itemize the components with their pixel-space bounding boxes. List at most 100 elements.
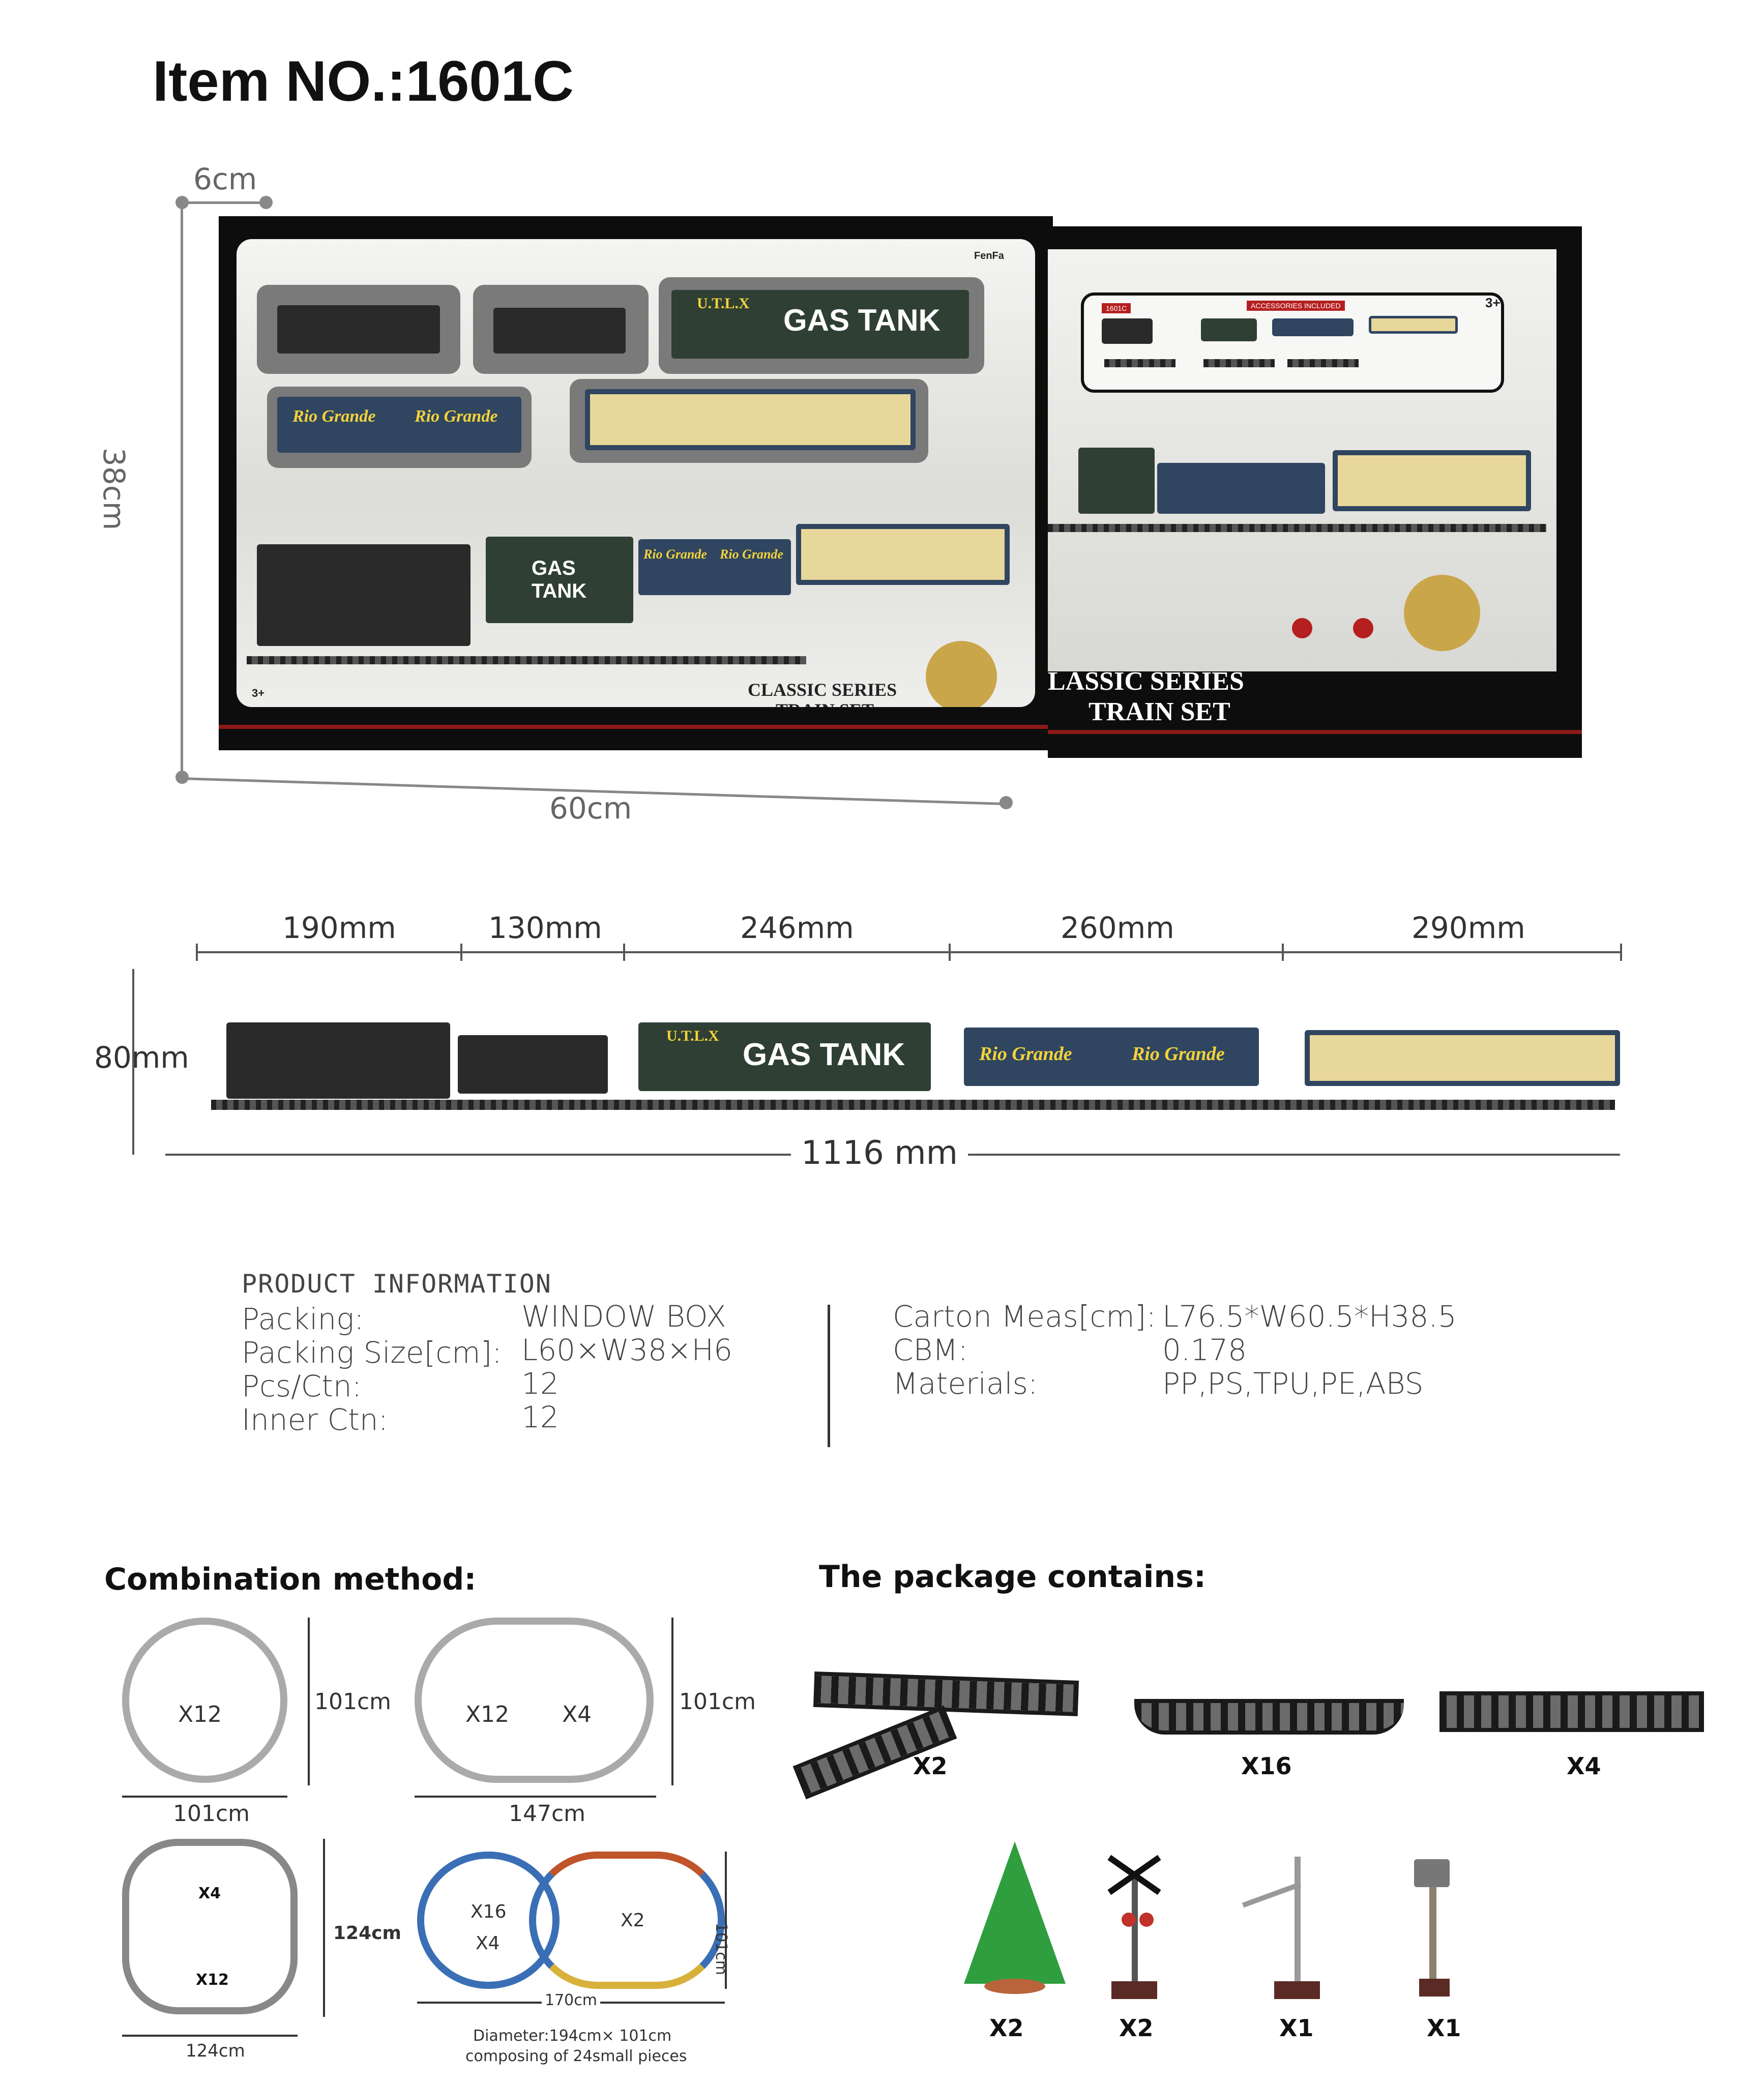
tick [196, 944, 198, 961]
layout-rounded-square [122, 1839, 298, 2014]
contents-legend: 1601C ACCESSORIES INCLUDED [1081, 292, 1504, 393]
layout-qty: X4 [198, 1885, 221, 1902]
coach [1305, 1030, 1620, 1086]
package-qty: X2 [1119, 2014, 1154, 2042]
layout-qty: X12 [196, 1971, 229, 1989]
info-label: CBM: [893, 1333, 968, 1367]
dim-line [323, 1839, 325, 2017]
dim-line [725, 1852, 727, 1989]
sound-icon [1353, 618, 1373, 638]
locomotive-image [277, 305, 440, 354]
item-title: Item NO.:1601C [153, 49, 574, 113]
tick [949, 944, 951, 961]
info-label: Packing: [242, 1302, 364, 1336]
tender [458, 1035, 608, 1094]
box-back: 1601C ACCESSORIES INCLUDED 3+ LASSIC SER… [1048, 226, 1582, 758]
info-divider [828, 1305, 830, 1447]
rio-grande-text: Rio Grande [720, 547, 783, 562]
brand-logo: FenFa [974, 250, 1004, 261]
boxcars: Rio Grande Rio Grande [964, 1028, 1259, 1086]
legend-tank [1201, 318, 1257, 341]
segment-label: 290mm [1412, 911, 1525, 945]
ages-badge: 3+ [1485, 295, 1501, 310]
dim-line [122, 1796, 287, 1798]
info-value: 0.178 [1162, 1333, 1247, 1367]
coach-image [585, 389, 916, 450]
legend-coach [1369, 316, 1458, 334]
layout-qty: X16 [471, 1901, 507, 1922]
tick [1282, 944, 1284, 961]
info-value: WINDOW BOX [521, 1299, 726, 1334]
package-qty: X4 [1567, 1752, 1601, 1780]
scene-gas-tank: GAS TANK [486, 537, 633, 623]
telegraph-pole-icon [1295, 1857, 1301, 1984]
gas-tank-car: U.T.L.X GAS TANK [638, 1022, 931, 1091]
layout-width: 101cm [173, 1801, 250, 1827]
window-locomotive [257, 285, 460, 374]
product-info-right-values: L76.5*W60.5*H38.5 0.178 PP,PS,TPU,PE,ABS [1162, 1300, 1457, 1400]
pole-base [1274, 1981, 1320, 1999]
info-label: Pcs/Ctn: [242, 1369, 362, 1403]
dim-line [122, 2035, 298, 2037]
info-label: Carton Meas[cm]: [893, 1299, 1156, 1334]
tick [1620, 944, 1622, 961]
segment-label: 246mm [740, 911, 854, 945]
tree-base [984, 1979, 1045, 1994]
ages-badge: 3+ [252, 687, 265, 699]
info-value: PP,PS,TPU,PE,ABS [1162, 1366, 1424, 1401]
signal-light [1122, 1913, 1136, 1927]
legend-locomotive [1102, 318, 1153, 344]
layout-width: 147cm [509, 1801, 586, 1827]
series-text: TRAIN SET [1089, 697, 1230, 726]
layout-qty: X4 [476, 1933, 500, 1954]
dim-line [308, 1618, 310, 1785]
info-label: Materials: [893, 1366, 1038, 1401]
scene-boxcars: Rio Grande Rio Grande [638, 539, 791, 595]
layout-height: 101cm [712, 1923, 730, 1975]
scene-coach [796, 524, 1010, 585]
tree-icon [964, 1841, 1066, 1984]
total-label: 1116 mm [791, 1134, 968, 1172]
tick [623, 944, 625, 961]
layout-height: 101cm [679, 1689, 756, 1715]
crossing-signal-icon [1132, 1872, 1138, 1984]
dim-line [671, 1618, 673, 1785]
segment-label: 190mm [282, 911, 396, 945]
layout-note: composing of 24small pieces [465, 2047, 687, 2065]
gas-tank-text: GAS TANK [743, 1037, 905, 1072]
layout-width: 170cm [542, 1991, 600, 2009]
lamp-head [1414, 1859, 1450, 1887]
locomotive [226, 1022, 450, 1099]
layout-oval [415, 1618, 654, 1783]
info-label: Packing Size[cm]: [242, 1335, 502, 1370]
layout-note: Diameter:194cm× 101cm [473, 2027, 672, 2045]
box-window: U.T.L.X GAS TANK Rio Grande Rio Grande G… [237, 239, 1035, 707]
info-value: L60×W38×H6 [521, 1333, 732, 1367]
rio-grande-text: Rio Grande [415, 407, 498, 426]
gas-tank-text: GAS TANK [532, 557, 587, 602]
curved-track [1134, 1699, 1404, 1735]
lamp-post-icon [1429, 1872, 1436, 1981]
utlx-text: U.T.L.X [666, 1028, 719, 1044]
scene-track [247, 656, 806, 664]
package-qty: X2 [989, 2014, 1024, 2042]
segment-line [196, 951, 1620, 953]
info-label: Inner Ctn: [242, 1402, 389, 1437]
tick [460, 944, 462, 961]
side-boxcars [1157, 463, 1325, 514]
layout-qty: X4 [562, 1701, 592, 1727]
layout-qty: X12 [465, 1701, 510, 1727]
rio-grande-text: Rio Grande [1132, 1043, 1225, 1065]
depth-line [182, 201, 266, 204]
box-width-label: 60cm [549, 791, 632, 826]
gas-tank-text: GAS TANK [783, 303, 940, 337]
red-stripe [1048, 730, 1582, 734]
gas-tank-car-image: U.T.L.X GAS TANK [671, 290, 969, 359]
dim-line [415, 1796, 656, 1798]
layout-qty: X12 [178, 1701, 222, 1727]
item-tag: 1601C [1102, 303, 1131, 313]
side-gas-tank [1078, 448, 1155, 514]
scene-locomotive [257, 544, 471, 646]
tender-image [493, 308, 626, 354]
info-value: 12 [521, 1366, 559, 1401]
